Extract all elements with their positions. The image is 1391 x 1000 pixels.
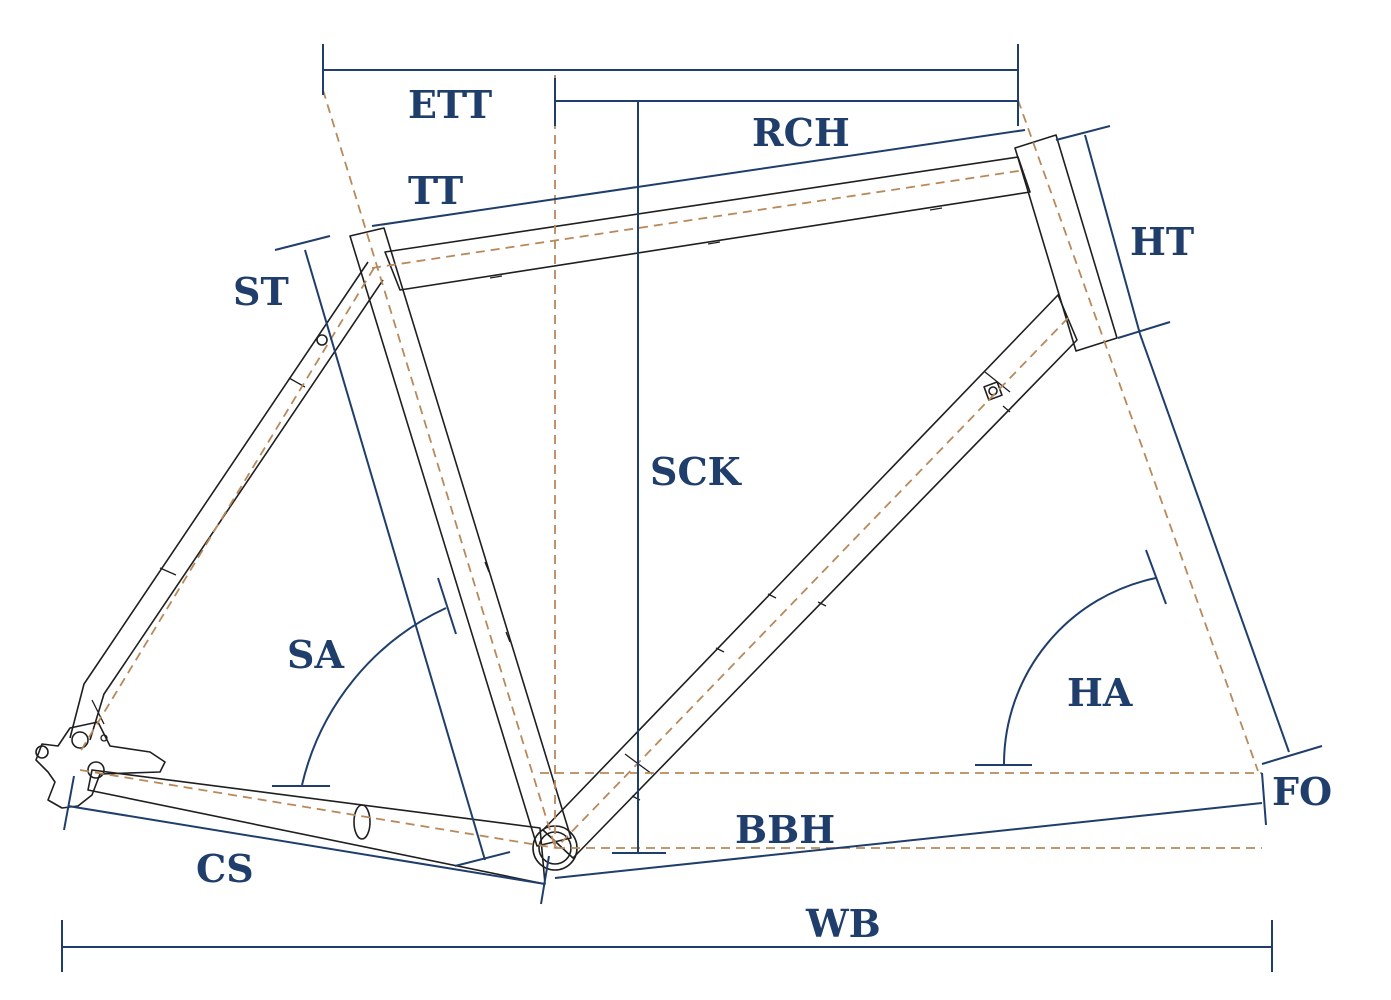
dimension-lines: [61, 44, 1323, 972]
st-tick-bottom: [454, 851, 511, 867]
boss-9: [817, 601, 827, 607]
boss-6: [1002, 405, 1011, 413]
ha-label: HA: [1067, 670, 1133, 715]
dropout-hole-upper: [71, 731, 89, 749]
st-dimension-line: [304, 249, 486, 861]
fork-offset-guide: [1139, 333, 1290, 753]
fo-tick: [1261, 745, 1323, 765]
boss-7: [767, 593, 777, 599]
sa-tick-angled: [437, 577, 457, 635]
seatstay-band-lower: [159, 567, 177, 576]
top-tube-centerline: [371, 169, 1026, 269]
dropout-small-hole: [100, 734, 108, 742]
dropout: [35, 721, 166, 809]
ht-tick-bottom: [1117, 321, 1171, 339]
down-tube: [542, 294, 1078, 859]
boss-4: [484, 561, 490, 573]
sck-label: SCK: [650, 449, 743, 494]
dropout-stay-1: [91, 699, 105, 725]
boss-8: [715, 647, 725, 653]
st-label: ST: [233, 269, 289, 314]
boss-1: [489, 275, 503, 279]
boss-3: [929, 207, 943, 211]
boss-2: [707, 241, 721, 245]
ht-label: HT: [1130, 219, 1194, 264]
derailleur-hanger-bolt: [35, 745, 49, 759]
cs-tick-left: [63, 775, 75, 831]
cs-dimension-line: [67, 805, 546, 885]
downtube-band-upper: [984, 371, 1011, 393]
chain-stay: [87, 769, 546, 885]
ht-tick-top: [1055, 125, 1111, 141]
bbh-dimension-line: [554, 802, 1263, 879]
dimension-labels: ETT RCH TT HT ST SCK SA HA FO BBH CS WB: [196, 82, 1332, 946]
cable-stop-hole: [988, 386, 998, 396]
dropout-hole-lower: [87, 761, 105, 779]
wb-label: WB: [805, 901, 881, 946]
ht-dimension-line: [1084, 134, 1141, 335]
ett-label: ETT: [408, 82, 492, 127]
top-tube: [384, 156, 1031, 291]
tt-label: TT: [408, 168, 463, 213]
bbh-label: BBH: [735, 807, 835, 852]
centerlines: [79, 75, 1262, 851]
seat-stay-centerline: [79, 267, 375, 753]
seat-tube-centerline: [322, 89, 557, 851]
rch-label: RCH: [752, 110, 850, 155]
boss-5: [505, 631, 511, 643]
cs-label: CS: [196, 846, 254, 891]
frame-outline: [35, 134, 1118, 885]
sa-label: SA: [287, 632, 344, 677]
tt-dimension-line: [371, 129, 1026, 227]
head-tube-centerline: [1017, 99, 1259, 772]
fo-label: FO: [1272, 769, 1332, 814]
seat-stay: [69, 261, 384, 741]
chain-stay-centerline: [79, 769, 557, 849]
down-tube-centerline: [555, 317, 1069, 849]
sa-arc: [301, 607, 447, 786]
seat-tube: [349, 227, 572, 847]
bridge-mount: [316, 334, 328, 346]
st-tick-top: [274, 235, 331, 251]
bbh-tick-right: [1261, 772, 1267, 826]
cable-stop: [983, 381, 1003, 401]
chainstay-bridge: [353, 804, 371, 840]
head-tube: [1014, 134, 1118, 352]
ha-arc: [1003, 577, 1157, 765]
bbh-tick-left: [540, 855, 550, 905]
ha-tick-angled: [1145, 549, 1167, 605]
